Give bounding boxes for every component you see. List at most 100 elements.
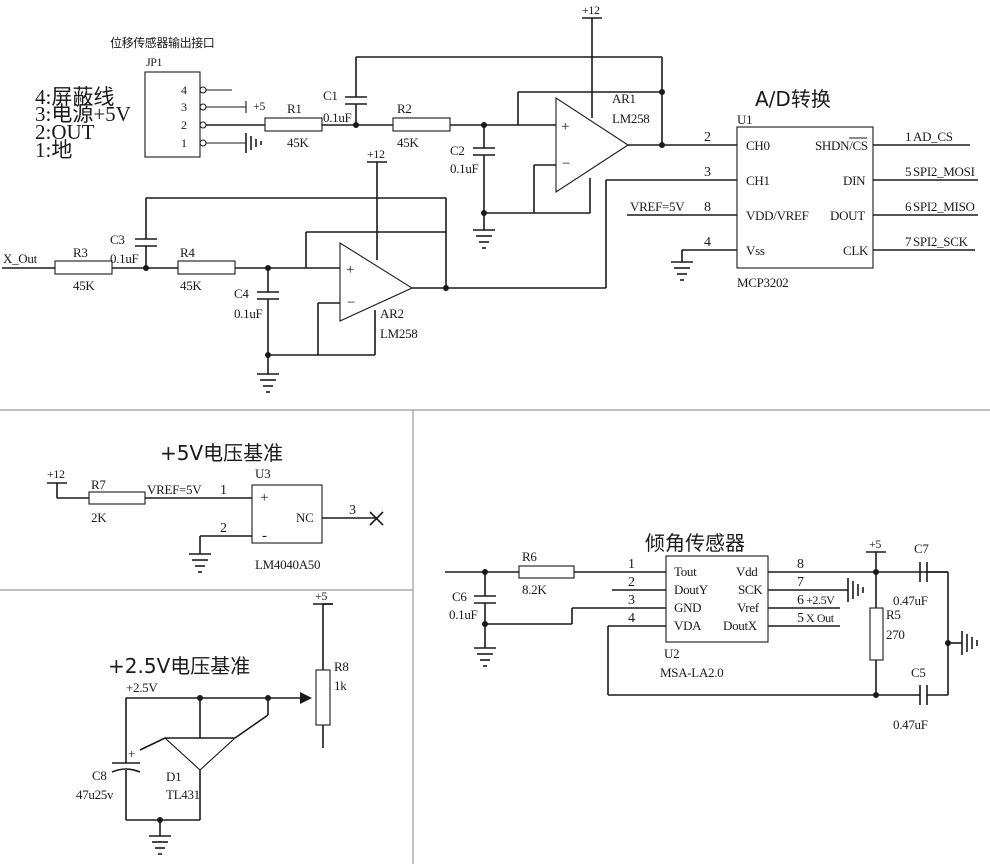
r2-value: 45K bbox=[397, 135, 419, 150]
u2-pin-num: 6 bbox=[797, 593, 804, 608]
jp1-body bbox=[144, 71, 201, 158]
c6-value: 0.1uF bbox=[449, 607, 478, 622]
adc-pin-name: Vss bbox=[746, 243, 765, 258]
adc-part: MCP3202 bbox=[737, 275, 788, 290]
r1-value: 45K bbox=[287, 135, 309, 150]
ground-icon bbox=[189, 553, 211, 573]
jp1-pin-3: 3 bbox=[181, 100, 187, 114]
ar1-opamp bbox=[555, 96, 630, 194]
r4-value: 45K bbox=[180, 278, 202, 293]
u2-ref: U2 bbox=[664, 646, 679, 661]
adc-pin-name: CLK bbox=[843, 243, 869, 258]
ar1-supply: +12 bbox=[582, 3, 600, 17]
u3-plus: + bbox=[260, 490, 268, 506]
d1-part: TL431 bbox=[166, 787, 200, 802]
x-out-label: X_Out bbox=[3, 251, 38, 266]
r4-ref: R4 bbox=[180, 245, 195, 260]
u2-part: MSA-LA2.0 bbox=[660, 665, 723, 680]
u2-body bbox=[665, 555, 769, 643]
u3-ref: U3 bbox=[255, 466, 270, 481]
r7-body bbox=[88, 491, 146, 505]
u2-pin-num: 1 bbox=[628, 557, 635, 572]
c7-ref: C7 bbox=[914, 541, 929, 556]
u3-pin2: 2 bbox=[220, 521, 227, 536]
c8-plus: + bbox=[128, 746, 135, 761]
c4-value: 0.1uF bbox=[234, 306, 263, 321]
c2-value: 0.1uF bbox=[450, 161, 479, 176]
c2-ref: C2 bbox=[450, 143, 465, 158]
adc-body bbox=[736, 126, 874, 269]
adc-pin-name: DOUT bbox=[830, 208, 865, 223]
r5-ref: R5 bbox=[886, 607, 901, 622]
tilt-supply: +5 bbox=[869, 537, 881, 551]
adc-pin-name: CH0 bbox=[746, 138, 770, 153]
adc-pin-name: DIN bbox=[843, 173, 866, 188]
u2-pin-name: Tout bbox=[674, 564, 697, 579]
adc-pin-num: 3 bbox=[704, 165, 711, 180]
u3-pin1: 1 bbox=[220, 483, 227, 498]
c8-ref: C8 bbox=[92, 768, 107, 783]
jp1-title: 位移传感器输出接口 bbox=[110, 35, 214, 50]
u2-pin-name: DoutY bbox=[674, 582, 709, 597]
r3-ref: R3 bbox=[73, 245, 88, 260]
adc-net: SPI2_MISO bbox=[913, 199, 975, 214]
u2-pin-num: 4 bbox=[628, 611, 635, 626]
ref5v-title: +5V电压基准 bbox=[160, 441, 283, 465]
adc-vref-net: VREF=5V bbox=[630, 199, 685, 214]
top-section: 位移传感器输出接口 JP1 4 3 2 1 +5 4:屏蔽线 3:电源+5V 2… bbox=[2, 3, 978, 393]
tilt-title: 倾角传感器 bbox=[645, 531, 745, 555]
u2-pin-name: DoutX bbox=[723, 618, 758, 633]
adc-pin-num: 5 bbox=[905, 164, 911, 179]
adc-pin-num: 7 bbox=[905, 234, 912, 249]
adc-pin-num: 8 bbox=[704, 200, 711, 215]
wiper-arrow-icon bbox=[300, 692, 312, 704]
r3-body bbox=[54, 260, 113, 275]
u2-pin-name: Vdd bbox=[736, 564, 758, 579]
adc-pin-num: 2 bbox=[704, 130, 711, 145]
jp1-legend-4: 4:屏蔽线 bbox=[35, 85, 114, 109]
ar2-minus: − bbox=[347, 295, 355, 311]
r5-body bbox=[869, 607, 884, 661]
jp1-ground-icon bbox=[245, 133, 262, 153]
tilt-section: 倾角传感器 R6 8.2K C6 0.1uF U2 MSA-LA2.0 1 To… bbox=[445, 531, 978, 732]
jp1-legend-1: 1:地 bbox=[35, 138, 72, 162]
adc-net: SPI2_SCK bbox=[913, 234, 969, 249]
u2-net: +2.5V bbox=[806, 593, 835, 607]
ground-icon bbox=[671, 261, 693, 281]
c3-ref: C3 bbox=[110, 232, 125, 247]
jp1-ref: JP1 bbox=[146, 55, 163, 69]
r2-ref: R2 bbox=[397, 101, 412, 116]
adc-ref: U1 bbox=[737, 112, 752, 127]
adc-pin-num: 4 bbox=[704, 235, 711, 250]
jp1-plus5-label: +5 bbox=[253, 99, 265, 113]
jp1-pin-circles bbox=[199, 86, 247, 147]
ar1-minus: − bbox=[562, 156, 570, 172]
ar1-part: LM258 bbox=[612, 111, 650, 126]
u2-pin-name: Vref bbox=[737, 600, 760, 615]
u2-pin-num: 3 bbox=[628, 593, 635, 608]
adc-pin-name: SHDN/CS bbox=[815, 138, 868, 153]
jp1-legend-3: 3:电源+5V bbox=[35, 102, 131, 126]
jp1-legend-2: 2:OUT bbox=[35, 120, 95, 144]
r6-value: 8.2K bbox=[522, 582, 547, 597]
u2-pin-num: 7 bbox=[797, 575, 804, 590]
r8-value: 1k bbox=[334, 678, 347, 693]
ref25v-supply: +5 bbox=[315, 589, 327, 603]
adc-net: AD_CS bbox=[913, 129, 953, 144]
r1-ref: R1 bbox=[287, 101, 302, 116]
c8-value: 47u25v bbox=[76, 787, 114, 802]
r3-value: 45K bbox=[73, 278, 95, 293]
c4-ref: C4 bbox=[234, 286, 249, 301]
d1-ref: D1 bbox=[166, 769, 181, 784]
ground-icon bbox=[149, 835, 171, 855]
r8-body bbox=[315, 669, 331, 726]
ground-icon bbox=[847, 578, 864, 602]
adc-net: SPI2_MOSI bbox=[913, 164, 975, 179]
r6-body bbox=[518, 565, 575, 579]
adc-pin-num: 1 bbox=[905, 129, 911, 144]
u3-nc: NC bbox=[296, 510, 313, 525]
adc-pin-name: VDD/VREF bbox=[746, 208, 809, 223]
u2-pin-num: 5 bbox=[797, 611, 804, 626]
ref5v-supply: +12 bbox=[47, 467, 65, 481]
